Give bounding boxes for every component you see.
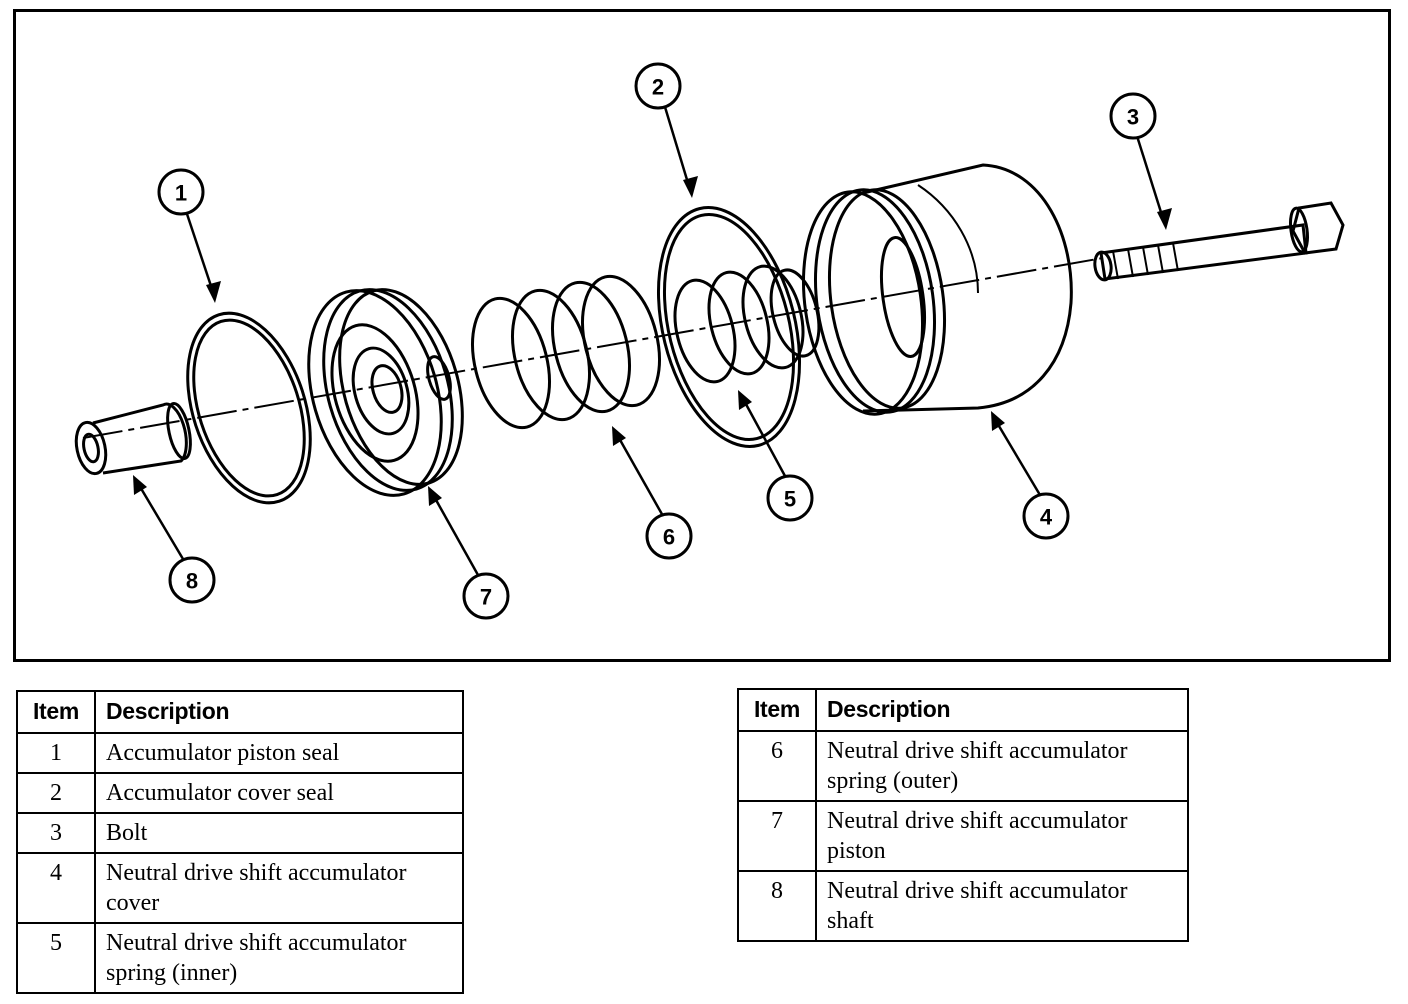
table-row: 2 Accumulator cover seal bbox=[16, 772, 464, 814]
item-description: Neutral drive shift accumulator cover bbox=[94, 852, 464, 924]
table-row: 1 Accumulator piston seal bbox=[16, 732, 464, 774]
callout-2-label: 2 bbox=[652, 75, 664, 100]
item-number: 6 bbox=[737, 730, 817, 802]
table-row: 7 Neutral drive shift accumulator piston bbox=[737, 800, 1189, 872]
callout-2-circle bbox=[634, 62, 682, 110]
leader-arrowheads bbox=[133, 176, 1172, 506]
callout-8-label: 8 bbox=[186, 569, 198, 594]
item-number: 4 bbox=[16, 852, 96, 924]
callout-4-label: 4 bbox=[1040, 505, 1053, 530]
callout-3-circle bbox=[1109, 92, 1157, 140]
callout-8-circle bbox=[168, 556, 216, 604]
item-number: 1 bbox=[16, 732, 96, 774]
description-column-header: Description bbox=[815, 688, 1189, 732]
cover-seal-part bbox=[656, 206, 802, 448]
callout-1-label: 1 bbox=[175, 181, 187, 206]
item-description: Accumulator cover seal bbox=[94, 772, 464, 814]
table-row: 3 Bolt bbox=[16, 812, 464, 854]
item-description: Neutral drive shift accumulator spring (… bbox=[815, 730, 1189, 802]
table-row: 6 Neutral drive shift accumulator spring… bbox=[737, 730, 1189, 802]
callout-7-circle bbox=[462, 572, 510, 620]
callout-circles bbox=[157, 62, 1157, 620]
item-number: 3 bbox=[16, 812, 96, 854]
table-row: 4 Neutral drive shift accumulator cover bbox=[16, 852, 464, 924]
item-number: 2 bbox=[16, 772, 96, 814]
outer-spring-part bbox=[471, 274, 661, 430]
callout-6-label: 6 bbox=[663, 525, 675, 550]
piston-part bbox=[307, 288, 464, 497]
piston-seal-part bbox=[186, 311, 312, 505]
item-number: 5 bbox=[16, 922, 96, 994]
item-number: 7 bbox=[737, 800, 817, 872]
legend-header-row: Item Description bbox=[737, 688, 1189, 732]
item-description: Neutral drive shift accumulator shaft bbox=[815, 870, 1189, 942]
leader-lines bbox=[134, 106, 1167, 576]
bolt-part bbox=[1093, 201, 1345, 282]
callout-3-label: 3 bbox=[1127, 105, 1139, 130]
item-description: Bolt bbox=[94, 812, 464, 854]
item-description: Accumulator piston seal bbox=[94, 732, 464, 774]
item-column-header: Item bbox=[16, 690, 96, 734]
diagram-drawing: 1 2 3 4 5 6 7 8 bbox=[74, 62, 1345, 620]
table-row: 8 Neutral drive shift accumulator shaft bbox=[737, 870, 1189, 942]
shaft-part bbox=[74, 402, 192, 476]
callout-4-circle bbox=[1022, 492, 1070, 540]
description-column-header: Description bbox=[94, 690, 464, 734]
item-description: Neutral drive shift accumulator spring (… bbox=[94, 922, 464, 994]
callout-5-circle bbox=[766, 474, 814, 522]
legend-header-row: Item Description bbox=[16, 690, 464, 734]
exploded-view-diagram: 1 2 3 4 5 6 7 8 bbox=[13, 9, 1391, 662]
accumulator-cover-part bbox=[801, 163, 1073, 416]
item-description: Neutral drive shift accumulator piston bbox=[815, 800, 1189, 872]
item-column-header: Item bbox=[737, 688, 817, 732]
item-number: 8 bbox=[737, 870, 817, 942]
callout-6-circle bbox=[645, 512, 693, 560]
table-row: 5 Neutral drive shift accumulator spring… bbox=[16, 922, 464, 994]
legend-table-right: Item Description 6 Neutral drive shift a… bbox=[737, 688, 1189, 942]
callout-5-label: 5 bbox=[784, 487, 796, 512]
callout-1-circle bbox=[157, 168, 205, 216]
callout-7-label: 7 bbox=[480, 585, 492, 610]
legend-table-left: Item Description 1 Accumulator piston se… bbox=[16, 690, 464, 994]
